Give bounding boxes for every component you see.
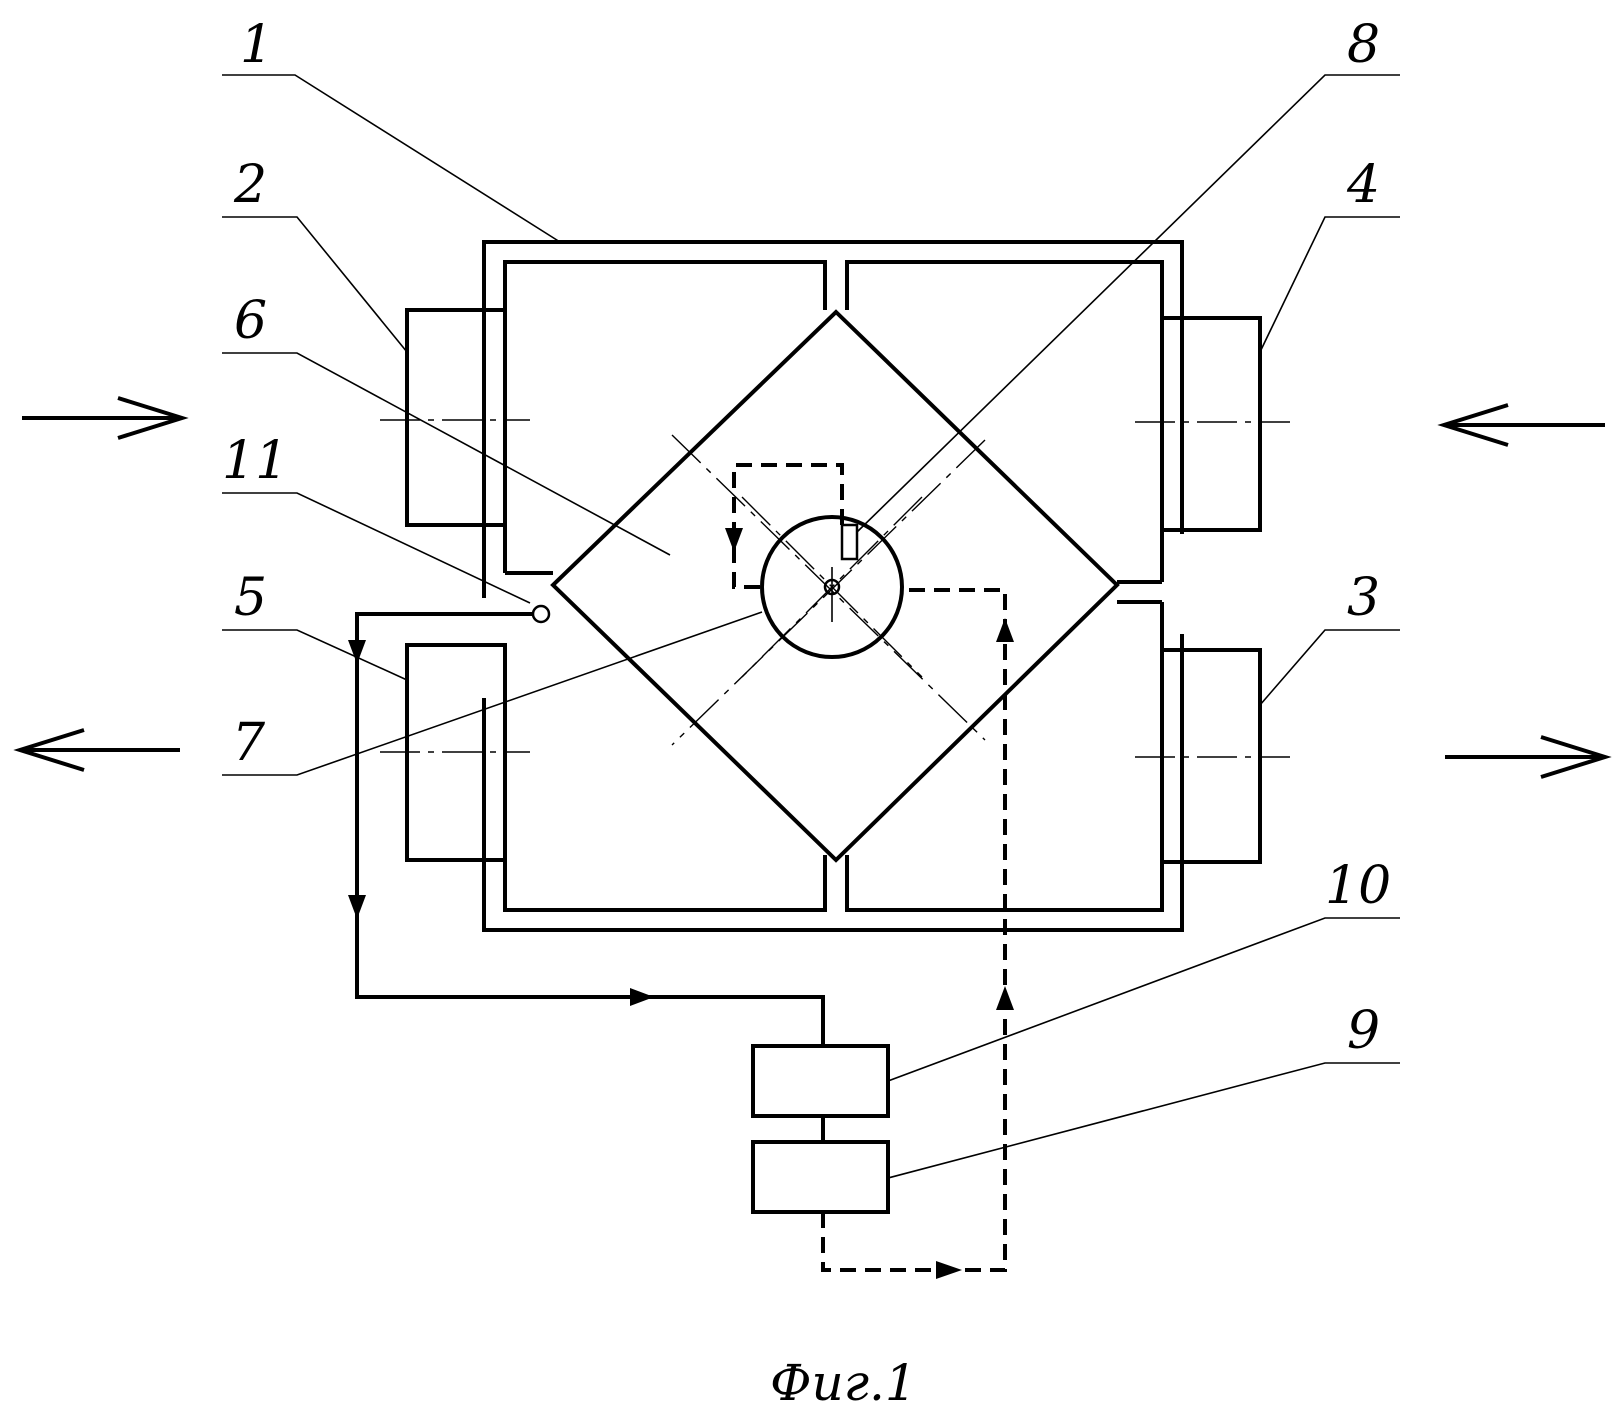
callout-10: 10	[1325, 856, 1391, 916]
fan-4	[1135, 318, 1290, 530]
drive-unit	[742, 497, 922, 677]
fan-3	[1135, 650, 1290, 862]
callout-6: 6	[234, 291, 267, 351]
airflow-in-right-arrow	[1444, 405, 1605, 445]
callout-2: 2	[233, 155, 267, 215]
callout-7: 7	[232, 713, 266, 773]
callout-3: 3	[1347, 568, 1380, 628]
callout-5: 5	[234, 568, 267, 628]
callout-8: 8	[1347, 15, 1380, 75]
airflow-out-right-arrow	[1445, 737, 1605, 777]
actuator-block	[753, 1116, 888, 1212]
airflow-out-left-arrow	[20, 730, 180, 770]
callout-1: 1	[240, 15, 273, 75]
figure-caption: Фиг.1	[770, 1354, 917, 1412]
airflow-in-left-arrow	[22, 398, 182, 438]
callout-11: 11	[222, 431, 288, 491]
controller-block	[753, 1046, 888, 1116]
position-sensor	[842, 525, 857, 559]
callout-9: 9	[1347, 1001, 1380, 1061]
callout-4: 4	[1346, 155, 1380, 215]
sensor-signal-line	[348, 606, 823, 1046]
fan-2	[380, 310, 530, 525]
